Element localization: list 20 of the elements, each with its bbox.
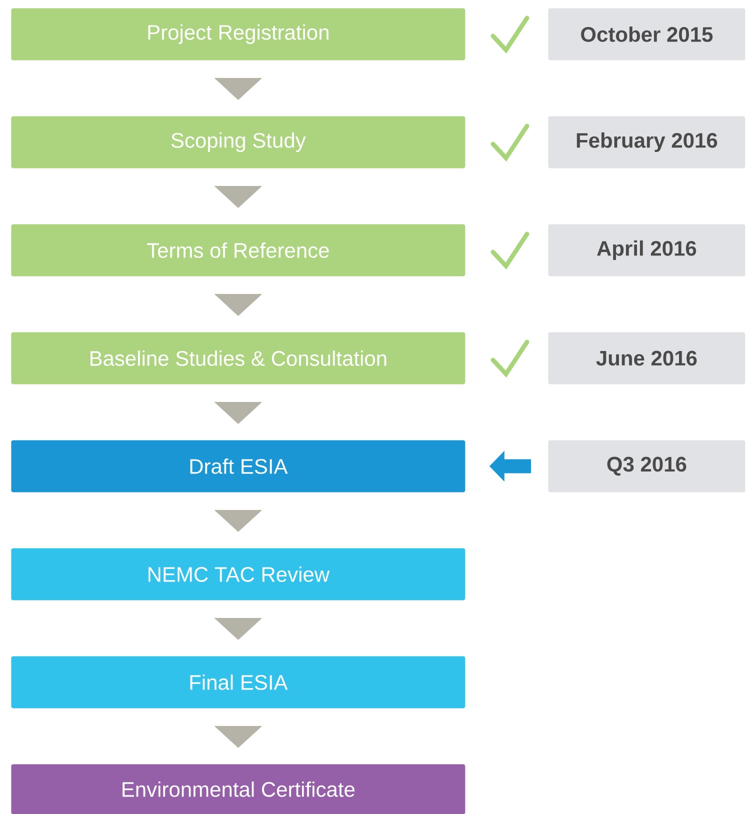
process-box: NEMC TAC Review [11, 548, 466, 600]
date-box: February 2016 [548, 116, 746, 168]
arrow [214, 726, 262, 748]
process-box: Final ESIA [11, 656, 466, 708]
process-box: Environmental Certificate [11, 764, 466, 814]
arrow [214, 618, 262, 640]
arrow [214, 78, 262, 100]
date-box: October 2015 [548, 8, 746, 60]
process-box: Baseline Studies & Consultation [11, 332, 466, 384]
arrow [214, 510, 262, 532]
arrow [214, 294, 262, 316]
date-box: June 2016 [548, 332, 746, 384]
process-box: Terms of Reference [11, 224, 466, 276]
process-box: Scoping Study [11, 116, 466, 168]
date-box: April 2016 [548, 224, 746, 276]
arrow [214, 402, 262, 424]
arrow [214, 186, 262, 208]
process-box: Project Registration [11, 8, 466, 60]
process-box: Draft ESIA [11, 440, 466, 492]
date-box: Q3 2016 [548, 440, 746, 492]
